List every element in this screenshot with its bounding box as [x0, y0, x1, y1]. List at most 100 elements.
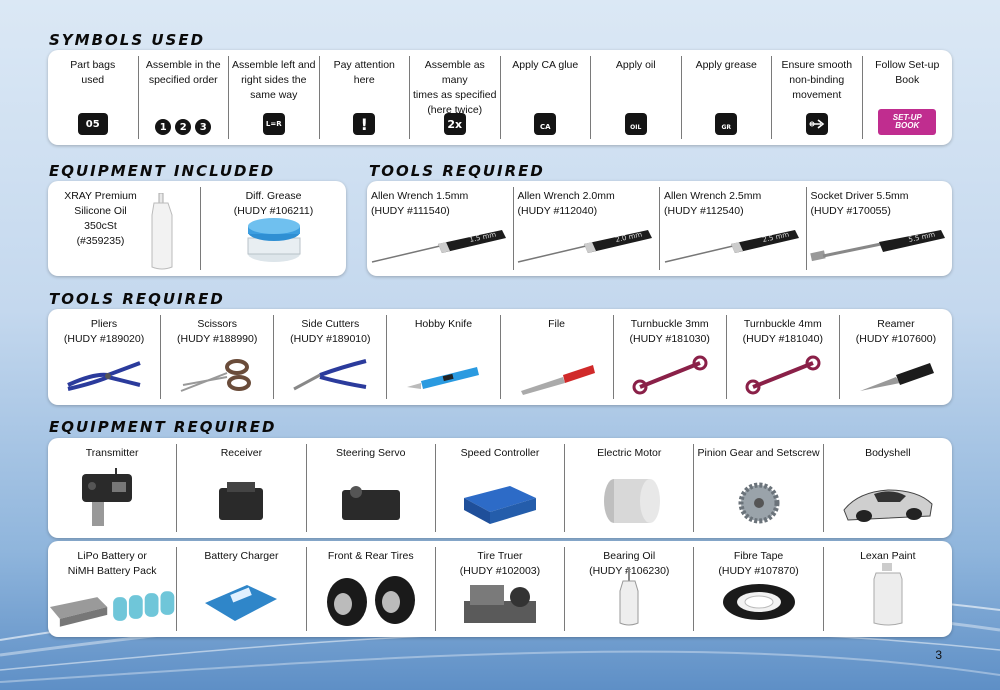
- symbol-label: Assemble as many times as specified (her…: [413, 59, 497, 116]
- item-label: Allen Wrench 2.5mm (HUDY #112540): [664, 190, 762, 217]
- speed-controller-icon: [436, 478, 564, 528]
- side-cutters-icon: [274, 355, 386, 395]
- symbol-cell: Pay attention here !: [320, 56, 410, 139]
- turnbuckle-wrench-icon: [727, 355, 839, 395]
- item-label: Socket Driver 5.5mm (HUDY #170055): [810, 190, 909, 217]
- symbol-cell: Assemble left and right sides the same w…: [229, 56, 320, 139]
- symbol-label: Apply grease: [695, 59, 757, 71]
- tool-item: Hobby Knife: [387, 315, 501, 399]
- tool-item: Socket Driver 5.5mm (HUDY #170055)5.5 mm: [807, 187, 953, 270]
- equipment-item: Transmitter: [48, 444, 178, 532]
- item-label: Tire Truer (HUDY #102003): [459, 550, 541, 577]
- smooth-movement-icon: [805, 113, 828, 135]
- transmitter-icon: [48, 468, 176, 528]
- oil-icon: OIL: [624, 113, 647, 135]
- symbol-label: Apply oil: [615, 59, 656, 71]
- item-label: Receiver: [220, 447, 263, 459]
- equipment-item: Lexan Paint: [824, 547, 952, 631]
- battery-charger-icon: [177, 577, 305, 627]
- tool-item: Turnbuckle 3mm (HUDY #181030): [614, 315, 727, 399]
- repeat-icon: 2x: [443, 113, 466, 135]
- item-label: Pinion Gear and Setscrew: [697, 447, 820, 459]
- item-label: Fibre Tape (HUDY #107870): [718, 550, 799, 577]
- item-label: Scissors (HUDY #188990): [177, 318, 258, 345]
- item-label: Transmitter: [85, 447, 139, 459]
- item-label: LiPo Battery or NiMH Battery Pack: [67, 550, 157, 577]
- symbol-label: Pay attention here: [333, 59, 395, 86]
- item-label: Bodyshell: [865, 447, 911, 459]
- equipment-required-panel-1: Transmitter Receiver Steering Servo Speed C…: [48, 438, 952, 538]
- equipment-item: LiPo Battery or NiMH Battery Pack: [48, 547, 178, 631]
- item-label: Turnbuckle 3mm (HUDY #181030): [629, 318, 710, 345]
- equipment-item: Speed Controller: [436, 444, 566, 532]
- equipment-required-panel-2: LiPo Battery or NiMH Battery Pack Battery…: [48, 541, 952, 637]
- item-label: Lexan Paint: [860, 550, 916, 562]
- symbol-label: Follow Set-up Book: [875, 59, 940, 86]
- equipment-item: Tire Truer (HUDY #102003): [436, 547, 566, 631]
- tool-item: Turnbuckle 4mm (HUDY #181040): [727, 315, 840, 399]
- item-label: Turnbuckle 4mm (HUDY #181040): [742, 318, 823, 345]
- item-label: XRAY Premium Silicone Oil 350cSt (#35923…: [64, 190, 137, 247]
- tools-mid-panel: Pliers (HUDY #189020) Scissors (HUDY #188…: [48, 309, 952, 405]
- symbol-label: Apply CA glue: [512, 59, 579, 71]
- tool-item: Side Cutters (HUDY #189010): [274, 315, 388, 399]
- receiver-icon: [177, 478, 305, 528]
- section-title-equipment-required: EQUIPMENT REQUIRED: [49, 418, 277, 436]
- item-label: Front & Rear Tires: [327, 550, 414, 562]
- allen-wrench-icon: 2.0 mm: [514, 226, 660, 266]
- tool-item: Reamer (HUDY #107600): [840, 315, 952, 399]
- pliers-icon: [48, 355, 160, 395]
- scissors-icon: [161, 355, 273, 395]
- symbol-label: Assemble left and right sides the same w…: [232, 59, 316, 101]
- symbol-cell: Apply oil OIL: [591, 56, 682, 139]
- item-label: Allen Wrench 2.0mm (HUDY #112040): [517, 190, 615, 217]
- attention-icon: !: [353, 113, 376, 135]
- symbol-cell: Follow Set-up Book SET-UP BOOK: [863, 56, 953, 139]
- symbol-cell: Apply grease GR: [682, 56, 772, 139]
- file-icon: [501, 355, 613, 395]
- equipment-item: Battery Charger: [177, 547, 307, 631]
- grease-icon: GR: [715, 113, 738, 135]
- symbol-label: Assemble in the specified order: [145, 59, 221, 86]
- electric-motor-icon: [565, 473, 693, 528]
- lexan-paint-icon: [824, 563, 952, 627]
- tool-item: Scissors (HUDY #188990): [161, 315, 275, 399]
- item-label: Speed Controller: [460, 447, 540, 459]
- tool-item: Allen Wrench 2.0mm (HUDY #112040) 2.0 mm: [514, 187, 660, 270]
- equipment-item: Fibre Tape (HUDY #107870): [694, 547, 824, 631]
- item-label: Diff. Grease (HUDY #106211): [233, 190, 314, 217]
- symbol-cell: Ensure smooth non-binding movement: [772, 56, 863, 139]
- page-number: 3: [935, 648, 942, 662]
- hobby-knife-icon: [387, 355, 499, 395]
- battery-pack-icon: [48, 587, 176, 627]
- tool-item: File: [501, 315, 614, 399]
- symbol-label: Ensure smooth non-binding movement: [781, 59, 853, 101]
- section-title-symbols: SYMBOLS USED: [49, 31, 206, 49]
- tool-item: Pliers (HUDY #189020): [48, 315, 162, 399]
- tire-truer-icon: [436, 577, 564, 627]
- equipment-item: Bearing Oil (HUDY #106230): [565, 547, 695, 631]
- equipment-item: Steering Servo: [307, 444, 436, 532]
- equipment-included-panel: XRAY Premium Silicone Oil 350cSt (#35923…: [48, 181, 346, 276]
- fibre-tape-icon: [694, 577, 822, 627]
- item-label: Pliers (HUDY #189020): [63, 318, 145, 345]
- equipment-item: Bodyshell: [824, 444, 952, 532]
- item-label: Allen Wrench 1.5mm (HUDY #111540): [371, 190, 469, 217]
- item-label: Battery Charger: [204, 550, 279, 562]
- item-label: Electric Motor: [597, 447, 662, 459]
- symbol-cell: Assemble as many times as specified (her…: [410, 56, 501, 139]
- tires-icon: [307, 572, 435, 627]
- part-bag-number-icon: 05: [77, 113, 108, 135]
- ca-glue-icon: CA: [534, 113, 557, 135]
- item-label: Hobby Knife: [414, 318, 473, 330]
- tool-item: Allen Wrench 1.5mm (HUDY #111540)1.5 mm: [367, 187, 514, 270]
- reamer-icon: [840, 355, 952, 395]
- item-label: Steering Servo: [335, 447, 406, 459]
- equipment-item: Pinion Gear and Setscrew: [694, 444, 824, 532]
- symbols-panel: Part bags used 05 Assemble in the specif…: [48, 50, 952, 145]
- allen-wrench-icon: 2.5 mm: [660, 226, 806, 266]
- silicone-oil-bottle-icon: [151, 193, 173, 270]
- equipment-item: Receiver: [177, 444, 307, 532]
